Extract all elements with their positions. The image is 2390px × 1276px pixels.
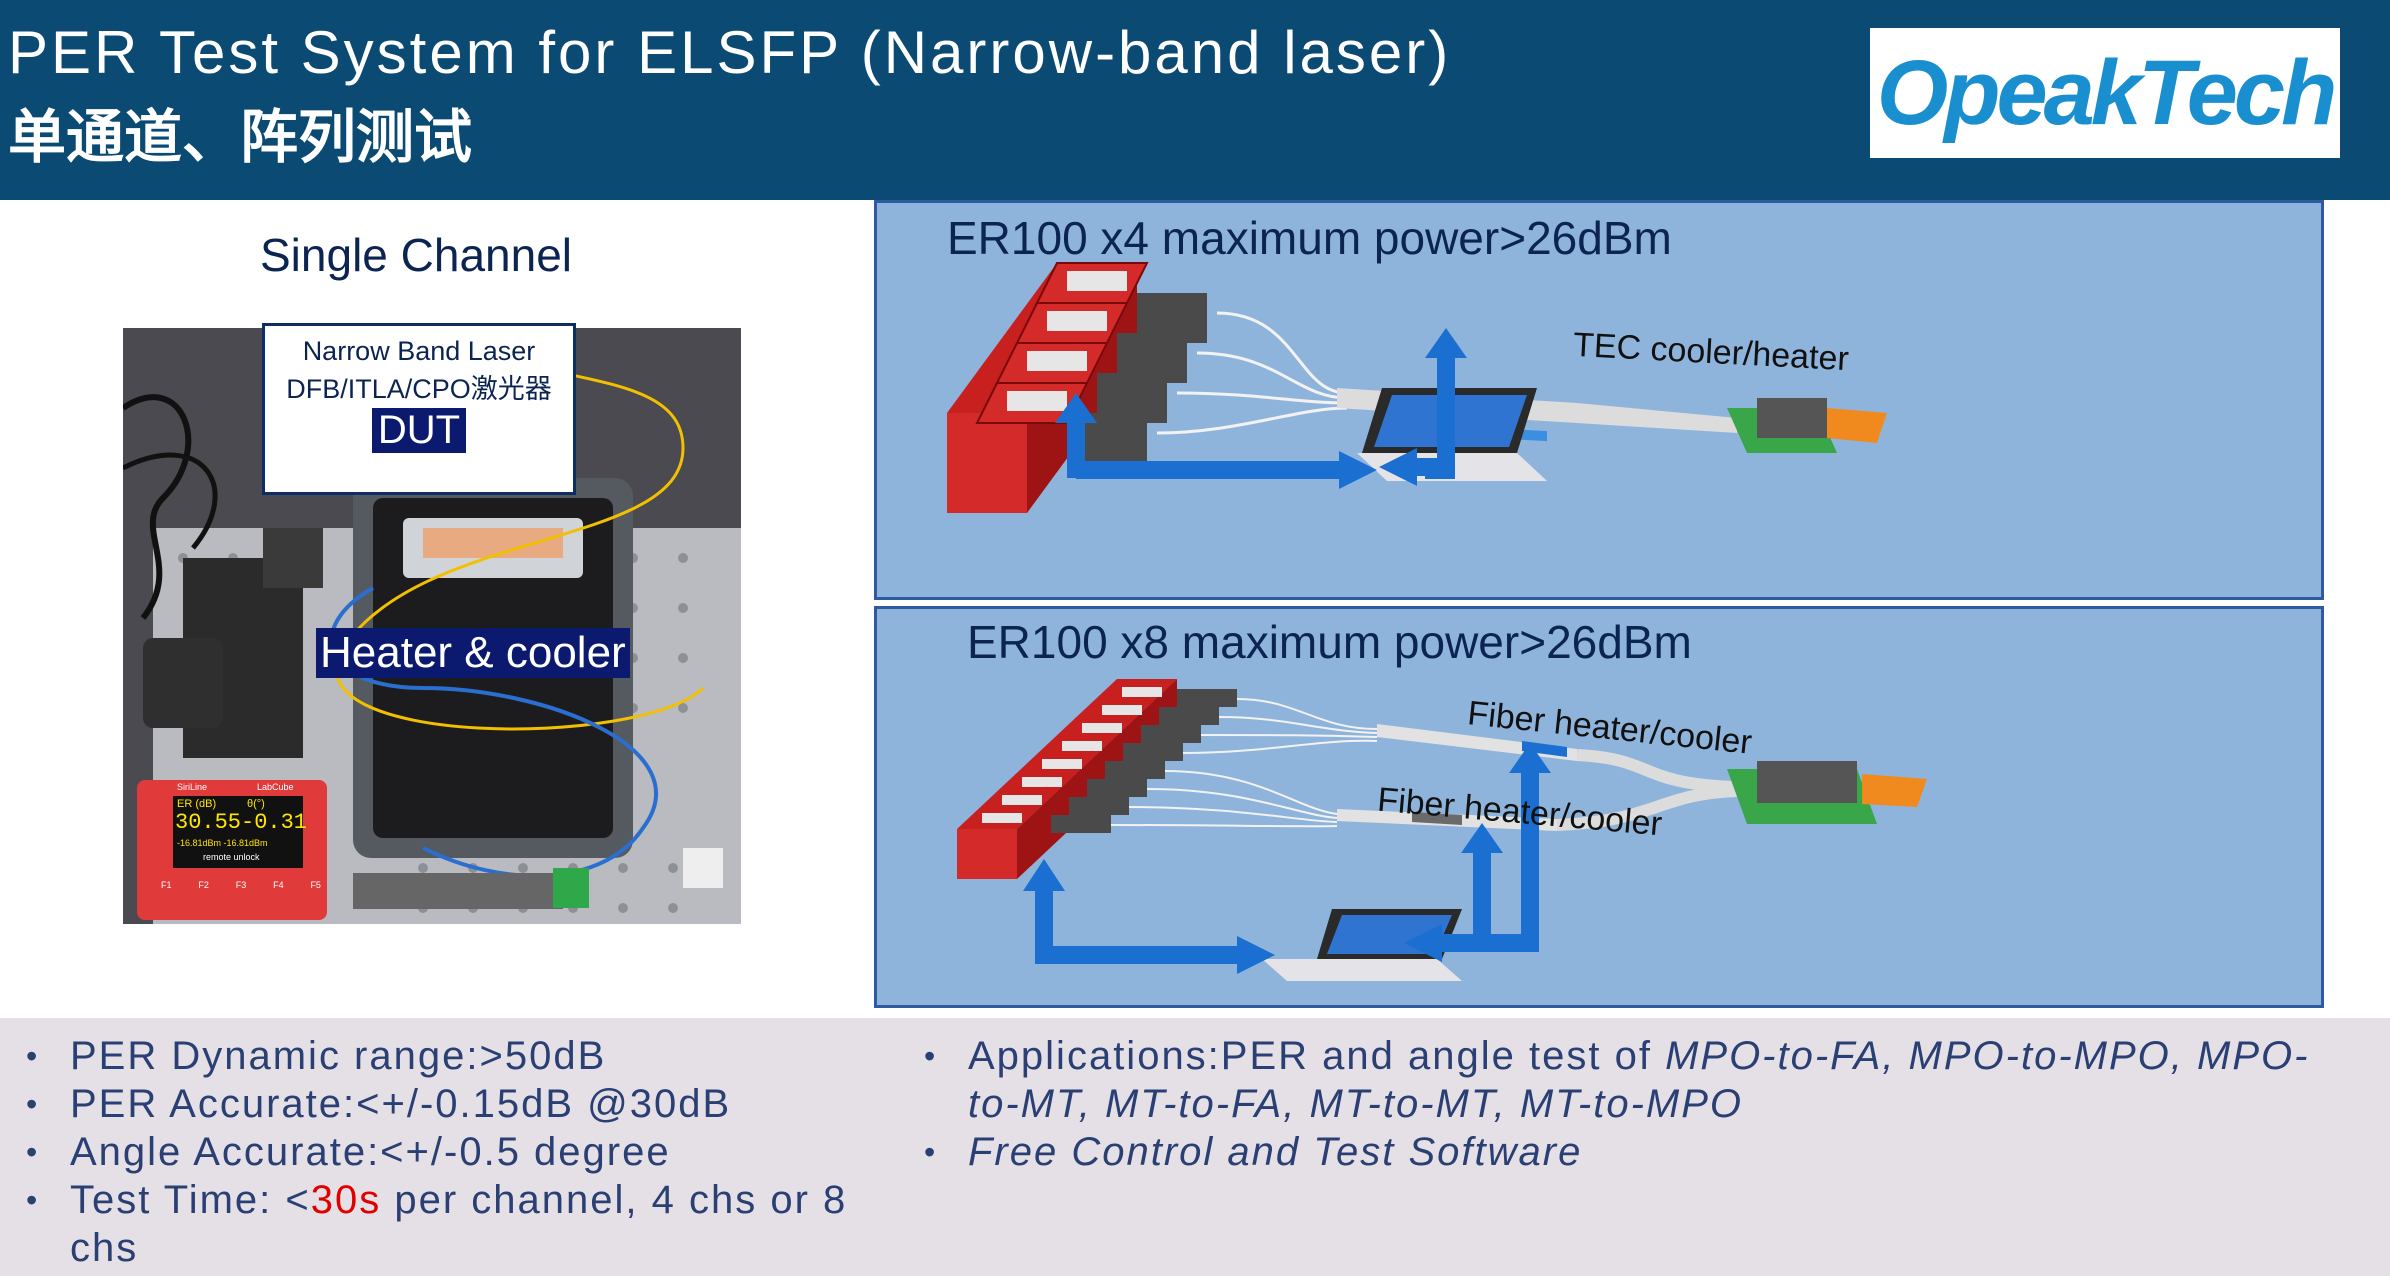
meter-power-line: -16.81dBm -16.81dBm xyxy=(177,838,268,848)
meter-screen: ER (dB) θ(°) 30.55 -0.31 -16.81dBm -16.8… xyxy=(173,796,307,868)
meter-button-f5[interactable]: F5 xyxy=(310,880,321,890)
spec-applications-prefix: Applications:PER and angle test of xyxy=(968,1034,1666,1078)
spec-dynamic-range: PER Dynamic range:>50dB xyxy=(70,1034,607,1078)
spec-applications-list: MPO-to-FA, MPO-to-MPO, MPO-to-MT, MT-to-… xyxy=(968,1034,2310,1126)
bullet-icon: • xyxy=(26,1038,40,1074)
specs-list-left: • PER Dynamic range:>50dB • PER Accurate:<… xyxy=(14,1032,874,1272)
er100-units-x8 xyxy=(957,679,1237,879)
single-channel-title: Single Channel xyxy=(260,229,573,281)
meter-angle-label: θ(°) xyxy=(247,798,265,810)
labcube-meter: SiriLine LabCube ER (dB) θ(°) 30.55 -0.3… xyxy=(137,780,327,920)
spec-per-accuracy: PER Accurate:<+/-0.15dB @30dB xyxy=(70,1082,732,1126)
spec-item: • Test Time: <30s per channel, 4 chs or 8… xyxy=(14,1176,874,1272)
meter-button-f1[interactable]: F1 xyxy=(161,880,172,890)
company-logo: OpeakTech xyxy=(1870,28,2340,158)
spec-item: • Free Control and Test Software xyxy=(912,1128,2352,1176)
meter-er-value: 30.55 xyxy=(175,810,242,835)
meter-buttons: F1 F2 F3 F4 F5 xyxy=(161,880,321,890)
er100-units-x4 xyxy=(947,262,1207,513)
panel-er100-x8: ER100 x8 maximum power>26dBm xyxy=(874,606,2324,1008)
dut-line-1: Narrow Band Laser xyxy=(302,336,536,366)
panel-bottom-title: ER100 x8 maximum power>26dBm xyxy=(967,616,1692,668)
page-subtitle: 单通道、阵列测试 xyxy=(8,103,473,171)
meter-button-f4[interactable]: F4 xyxy=(273,880,284,890)
bullet-icon: • xyxy=(26,1086,40,1122)
bullet-icon: • xyxy=(924,1134,938,1170)
logo-text: OpeakTech xyxy=(1876,42,2338,144)
spec-software: Free Control and Test Software xyxy=(968,1130,1583,1174)
specs-footer: • PER Dynamic range:>50dB • PER Accurate:<… xyxy=(0,1018,2390,1276)
bullet-icon: • xyxy=(26,1182,40,1218)
meter-er-label: ER (dB) xyxy=(177,798,217,810)
dut-callout: Narrow Band Laser DFB/ITLA/CPO激光器 DUT xyxy=(262,323,576,495)
meter-button-f3[interactable]: F3 xyxy=(235,880,247,890)
bullet-icon: • xyxy=(924,1038,938,1074)
bullet-icon: • xyxy=(26,1134,40,1170)
spec-item: • PER Accurate:<+/-0.15dB @30dB xyxy=(14,1080,874,1128)
meter-angle-value: -0.31 xyxy=(241,810,308,835)
dut-line-2: DFB/ITLA/CPO激光器 xyxy=(286,374,552,404)
panel-er100-x4: ER100 x4 maximum power>26dBm xyxy=(874,200,2324,600)
meter-button-f2[interactable]: F2 xyxy=(198,880,209,890)
spec-test-time-value: 30s xyxy=(310,1178,382,1222)
spec-test-time-prefix: Test Time: < xyxy=(70,1178,311,1222)
panel-top-title: ER100 x4 maximum power>26dBm xyxy=(947,212,1672,264)
spec-item: • Angle Accurate:<+/-0.5 degree xyxy=(14,1128,874,1176)
meter-model: LabCube xyxy=(257,782,294,792)
page-title: PER Test System for ELSFP (Narrow-band l… xyxy=(8,19,1452,86)
heater-cooler-label: Heater & cooler xyxy=(316,628,630,678)
header-bar: PER Test System for ELSFP (Narrow-band l… xyxy=(0,0,2390,200)
spec-item: • PER Dynamic range:>50dB xyxy=(14,1032,874,1080)
x8-system-illustration xyxy=(957,679,1927,981)
dut-badge: DUT xyxy=(371,408,467,453)
meter-status: remote unlock xyxy=(203,852,260,862)
spec-angle-accuracy: Angle Accurate:<+/-0.5 degree xyxy=(70,1130,671,1174)
spec-item: • Applications:PER and angle test of MPO-… xyxy=(912,1032,2352,1128)
spec-test-time-suffix: per channel, 4 chs or 8 chs xyxy=(70,1178,848,1270)
x4-system-illustration xyxy=(947,262,1887,513)
meter-brand: SiriLine xyxy=(177,782,208,792)
specs-list-right: • Applications:PER and angle test of MPO-… xyxy=(912,1032,2352,1176)
